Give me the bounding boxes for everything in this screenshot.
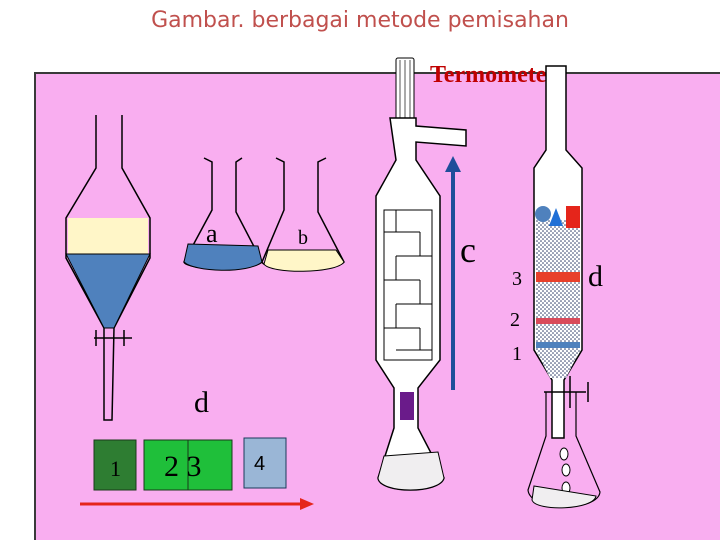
flask-a — [183, 157, 263, 271]
band-box-4: 4 — [243, 437, 287, 489]
chromatography-column — [527, 65, 601, 509]
svg-text:1: 1 — [110, 456, 121, 481]
band-box-1: 1 — [93, 439, 137, 491]
label-b: b — [298, 227, 308, 249]
label-c: c — [460, 230, 476, 270]
label-d-left: d — [194, 386, 209, 419]
label-1-right: 1 — [512, 343, 522, 365]
band-box-23: 2 3 — [143, 439, 233, 491]
label-2-right: 2 — [510, 309, 520, 331]
upward-arrow — [445, 156, 461, 390]
thermometer-label: Termometer — [430, 62, 557, 88]
label-d-right: d — [588, 260, 603, 293]
distillation-column — [375, 117, 467, 491]
direction-arrow — [80, 498, 314, 510]
page-title: Gambar. berbagai metode pemisahan — [151, 8, 569, 33]
separatory-funnel — [65, 115, 151, 421]
flask-b — [261, 157, 345, 272]
svg-text:2 3: 2 3 — [164, 450, 202, 483]
label-3-right: 3 — [512, 268, 522, 290]
label-a: a — [206, 219, 218, 248]
svg-text:4: 4 — [254, 453, 265, 475]
